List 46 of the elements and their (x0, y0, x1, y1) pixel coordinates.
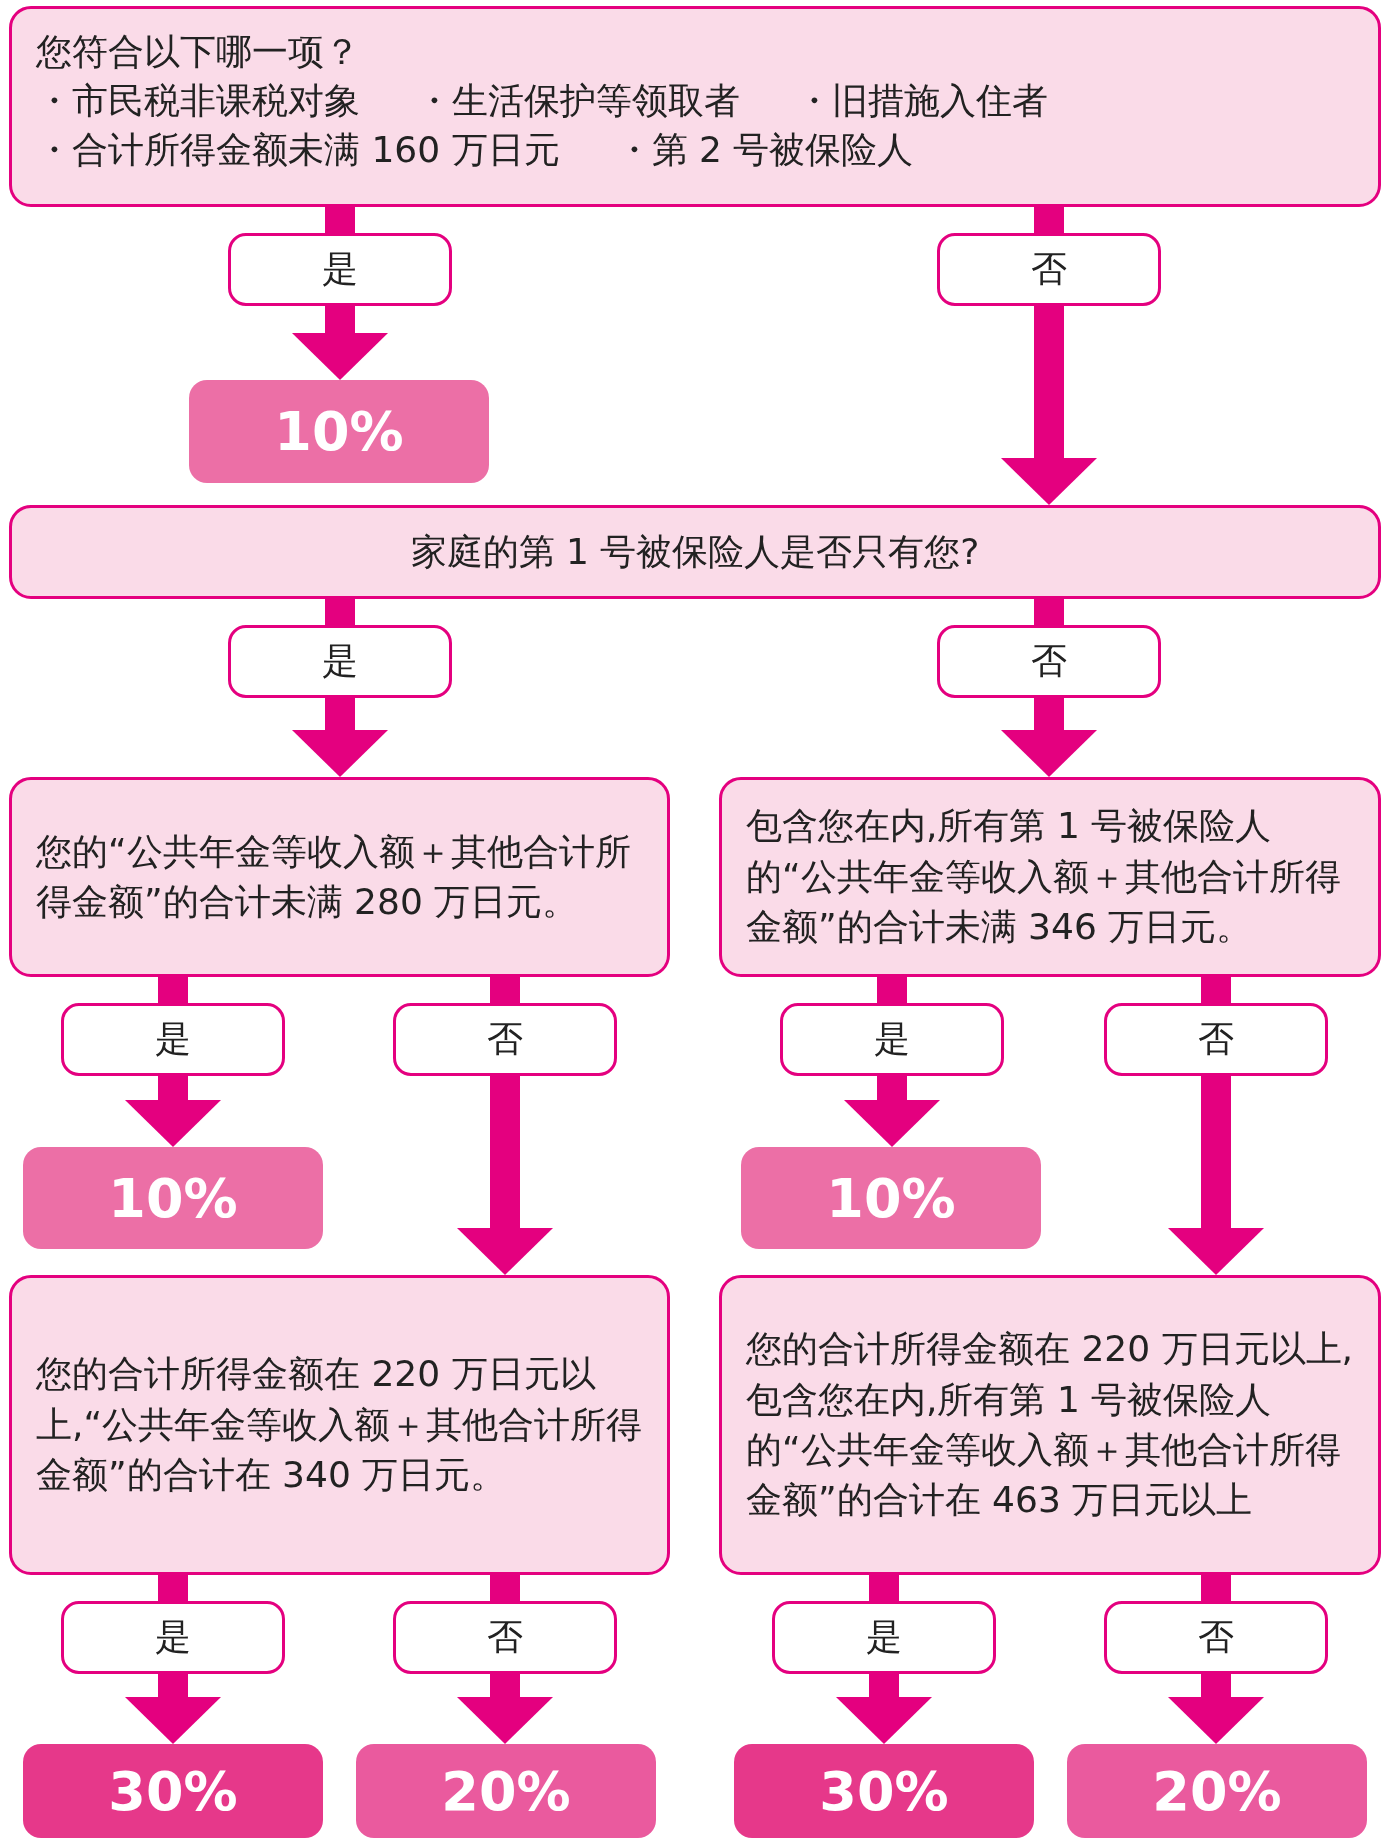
percentage-text: 10% (274, 400, 404, 463)
bullet-item: ・合计所得金额未满 160 万日元 (36, 128, 560, 172)
question-text: 您的“公共年金等收入额＋其他合计所得金额”的合计未满 280 万日元。 (36, 829, 632, 924)
edge-label: 否 (937, 625, 1161, 698)
percentage-text: 20% (441, 1759, 571, 1823)
question-box (719, 777, 1381, 977)
percentage-text: 30% (819, 1759, 949, 1823)
result-box (356, 1744, 656, 1838)
percentage-text: 10% (108, 1166, 238, 1230)
question-text: 您符合以下哪一项？ (36, 30, 361, 74)
edge-label: 是 (61, 1601, 285, 1674)
arrow (457, 977, 553, 1275)
question-box (9, 6, 1381, 207)
percentage-text: 30% (108, 1759, 238, 1823)
edge-label: 是 (780, 1003, 1004, 1076)
question-text: 您的合计所得金额在 220 万日元以上,“公共年金等收入额＋其他合计所得金额”的合计在 340 万日元。 (36, 1352, 643, 1498)
question-box (9, 777, 670, 977)
edge-label: 是 (772, 1601, 996, 1674)
question-box (719, 1275, 1381, 1575)
question-text: 您的合计所得金额在 220 万日元以上,包含您在内,所有第 1 号被保险人的“公共年金等收入额＋其他合计所得金额”的合计在 463 万日元以上 (746, 1327, 1354, 1523)
edge-label: 否 (393, 1003, 617, 1076)
edge-label: 否 (937, 233, 1161, 306)
bullet-item: ・旧措施入住者 (796, 79, 1048, 124)
edge-label: 是 (228, 233, 452, 306)
question-box (9, 505, 1381, 599)
result-box (734, 1744, 1034, 1838)
result-box (23, 1744, 323, 1838)
percentage-text: 10% (826, 1166, 956, 1230)
edge-label: 否 (1104, 1601, 1328, 1674)
arrow (1168, 977, 1264, 1275)
result-box (23, 1147, 323, 1249)
percentage-text: 20% (1152, 1759, 1282, 1823)
result-box (741, 1147, 1041, 1249)
question-text: 家庭的第 1 号被保险人是否只有您? (410, 529, 980, 574)
edge-label: 是 (61, 1003, 285, 1076)
edge-label: 否 (393, 1601, 617, 1674)
question-box (9, 1275, 670, 1575)
bullet-item: ・生活保护等领取者 (416, 79, 740, 124)
bullet-item: ・第 2 号被保险人 (615, 128, 914, 172)
edge-label: 是 (228, 625, 452, 698)
result-box (189, 380, 489, 483)
bullet-item: ・市民税非课税对象 (36, 79, 360, 124)
result-box (1067, 1744, 1367, 1838)
arrow (1001, 207, 1097, 505)
edge-label: 否 (1104, 1003, 1328, 1076)
question-text: 包含您在内,所有第 1 号被保险人的“公共年金等收入额＋其他合计所得金额”的合计未满 346 万日元。 (746, 804, 1342, 950)
